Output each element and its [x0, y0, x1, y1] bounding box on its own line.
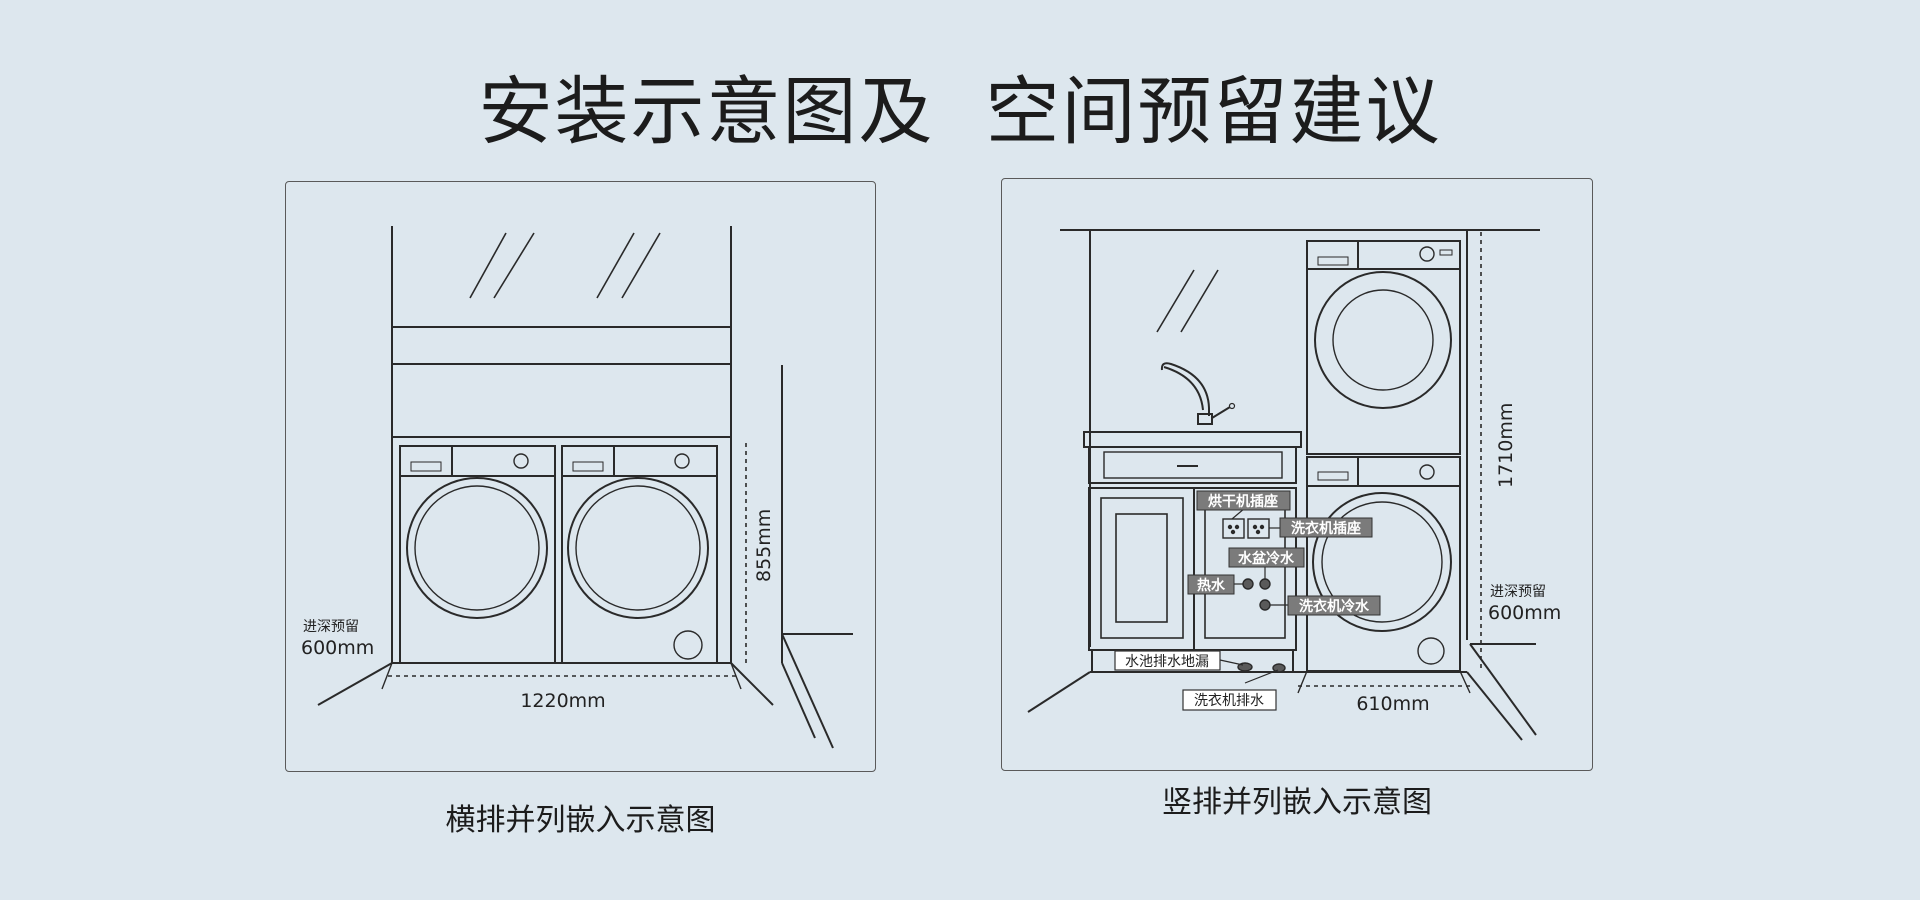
- label-washer-socket: 洗衣机插座: [1279, 517, 1373, 538]
- left-washer-2: [561, 445, 718, 664]
- right-faucet: [1160, 362, 1236, 425]
- horizontal-caption: 横排并列嵌入示意图: [445, 803, 716, 838]
- vertical-install-panel: [1001, 178, 1593, 771]
- svg-text:热水: 热水: [1197, 577, 1226, 594]
- left-height-dim: 855mm: [753, 509, 775, 582]
- svg-text:洗衣机插座: 洗衣机插座: [1291, 520, 1361, 537]
- right-room: [1027, 229, 1540, 741]
- left-dimensions: [388, 443, 747, 677]
- svg-text:水盆冷水: 水盆冷水: [1238, 550, 1295, 567]
- right-sockets: [1222, 518, 1270, 539]
- right-valves: [1237, 578, 1286, 673]
- right-height-dim: 1710mm: [1495, 403, 1517, 488]
- right-washer: [1306, 456, 1461, 672]
- right-dryer: [1306, 240, 1461, 455]
- right-depth-label-1: 进深预留: [1490, 584, 1546, 600]
- right-depth-label-2: 600mm: [1488, 602, 1561, 624]
- horizontal-install-panel: [285, 181, 876, 772]
- left-width-dim: 1220mm: [520, 690, 605, 712]
- right-width-dim: 610mm: [1356, 693, 1429, 715]
- left-depth-label-2: 600mm: [301, 637, 374, 659]
- label-hot-water: 热水: [1187, 574, 1235, 595]
- right-mirror: [1156, 269, 1219, 333]
- right-sink-cabinet: [1083, 431, 1302, 673]
- vertical-caption: 竖排并列嵌入示意图: [1162, 785, 1432, 820]
- svg-text:洗衣机冷水: 洗衣机冷水: [1299, 598, 1370, 615]
- label-basin-cold: 水盆冷水: [1228, 547, 1305, 568]
- right-dimensions: [1298, 232, 1482, 687]
- left-depth-label-1: 进深预留: [303, 619, 359, 635]
- svg-text:烘干机插座: 烘干机插座: [1208, 493, 1278, 510]
- left-cabinet: [391, 226, 783, 663]
- label-washer-drain: 洗衣机排水: [1182, 689, 1277, 711]
- label-sink-drain: 水池排水地漏: [1114, 650, 1221, 671]
- label-dryer-socket: 烘干机插座: [1196, 490, 1291, 511]
- page-title: 安装示意图及 空间预留建议: [478, 69, 1442, 155]
- left-washer-1: [399, 445, 556, 664]
- svg-text:洗衣机排水: 洗衣机排水: [1194, 693, 1264, 709]
- svg-text:水池排水地漏: 水池排水地漏: [1125, 654, 1209, 670]
- left-mirror: [469, 232, 661, 299]
- label-washer-cold: 洗衣机冷水: [1287, 595, 1381, 616]
